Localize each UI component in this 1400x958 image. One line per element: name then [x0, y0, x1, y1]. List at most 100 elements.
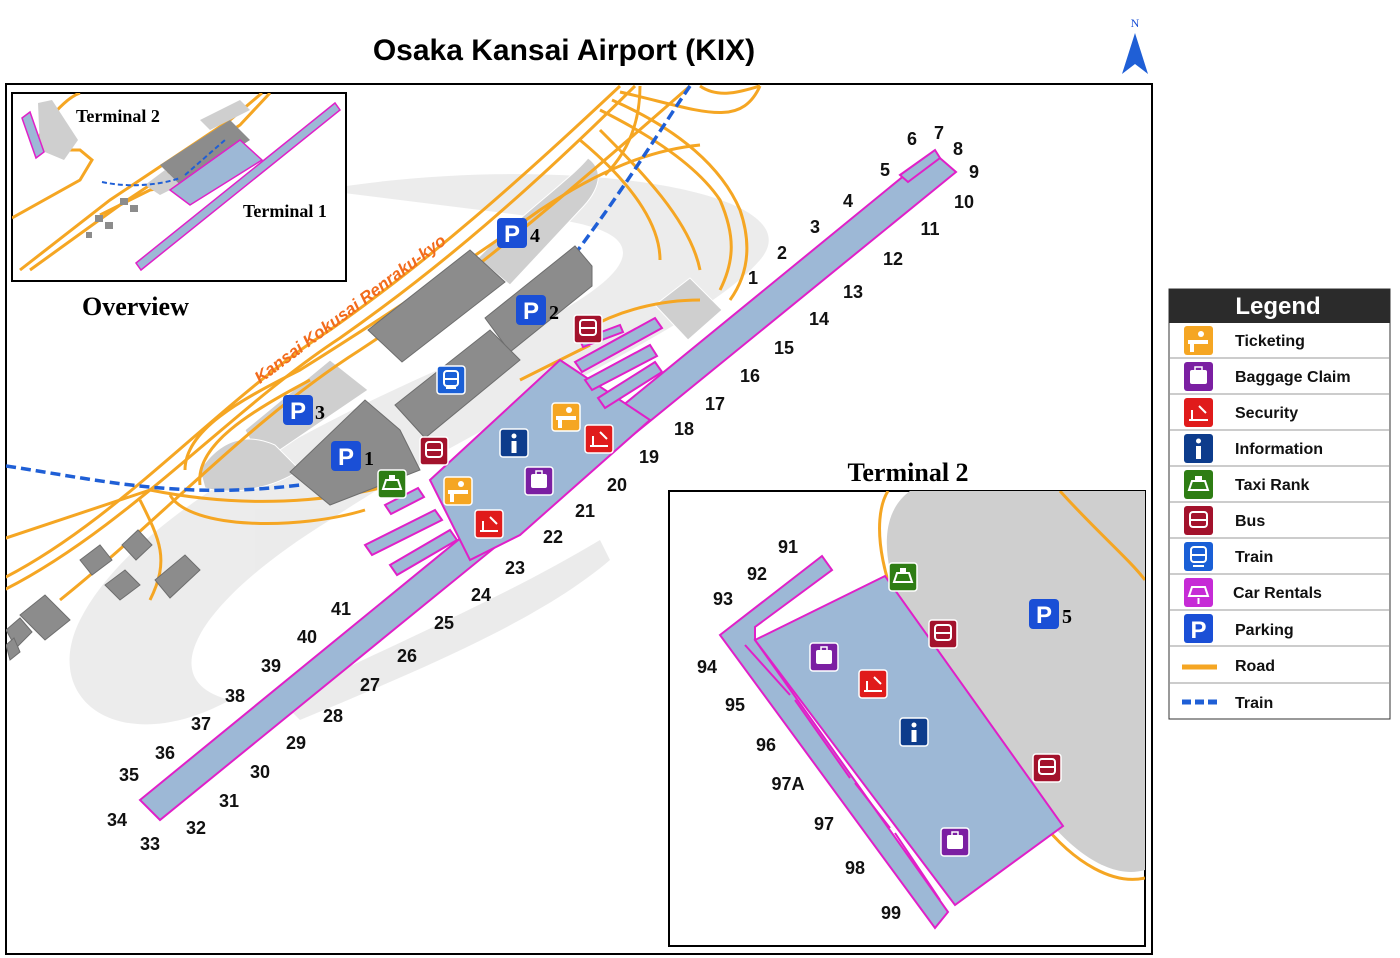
legend-item-baggage-claim: Baggage Claim: [1169, 362, 1390, 395]
kix-logo-watermark: [69, 174, 769, 725]
gate-label: 31: [219, 791, 239, 811]
gate-label: 4: [843, 191, 853, 211]
legend-label: Train: [1235, 549, 1273, 566]
legend-item-road: Road: [1169, 658, 1390, 684]
baggage-claim-icon[interactable]: [809, 642, 839, 672]
bus-icon[interactable]: [1032, 753, 1062, 783]
security-icon[interactable]: [858, 669, 888, 699]
information-icon[interactable]: [899, 717, 929, 747]
overview-caption: Overview: [82, 292, 189, 321]
terminal-2-gates: 91 92 93 94 95 96 97A 97 98 99: [697, 537, 901, 923]
parking-number-4: 4: [530, 225, 540, 247]
gate-label: 37: [191, 714, 211, 734]
gate-label: 16: [740, 366, 760, 386]
gate-label: 3: [810, 217, 820, 237]
overview-terminal-1-label: Terminal 1: [243, 201, 327, 221]
legend-label: Baggage Claim: [1235, 369, 1351, 386]
gate-label: 22: [543, 527, 563, 547]
svg-text:P: P: [504, 221, 520, 248]
gate-label: 2: [777, 243, 787, 263]
bus-icon[interactable]: [928, 619, 958, 649]
train-icon[interactable]: [436, 365, 466, 395]
legend-item-ticketing: Ticketing: [1169, 326, 1390, 359]
gate-label: 15: [774, 338, 794, 358]
gate-label: 19: [639, 447, 659, 467]
svg-text:P: P: [1190, 617, 1206, 644]
gate-label: 34: [107, 810, 127, 830]
terminal-2-parking-lot: [886, 491, 1145, 872]
gate-label: 28: [323, 706, 343, 726]
parking-sign-5[interactable]: P 5: [1029, 599, 1072, 629]
taxi-icon[interactable]: [377, 469, 407, 499]
terminal-2-caption: Terminal 2: [847, 458, 968, 487]
gate-label: 1: [748, 268, 758, 288]
security-icon[interactable]: [474, 509, 504, 539]
svg-text:P: P: [290, 398, 306, 425]
overview-inset: Terminal 2 Terminal 1: [11, 92, 347, 282]
security-icon[interactable]: [584, 424, 614, 454]
legend-label: Information: [1235, 441, 1323, 458]
legend-label: Taxi Rank: [1235, 477, 1310, 494]
parking-sign-4[interactable]: P 4: [497, 218, 540, 248]
train-line-west: [6, 464, 301, 493]
parking-sign-2[interactable]: P 2: [516, 295, 559, 325]
gate-label: 93: [713, 589, 733, 609]
legend: Legend Ticketing Baggage Claim Security: [1168, 288, 1391, 720]
legend-label: Ticketing: [1235, 333, 1305, 350]
gate-label: 38: [225, 686, 245, 706]
gate-label: 32: [186, 818, 206, 838]
legend-label: Car Rentals: [1233, 585, 1322, 602]
gate-label: 97: [814, 814, 834, 834]
bus-icon[interactable]: [573, 314, 603, 344]
gate-label: 10: [954, 192, 974, 212]
north-label: N: [1131, 16, 1140, 30]
gate-label: 9: [969, 162, 979, 182]
baggage-claim-icon[interactable]: [524, 466, 554, 496]
gate-label: 25: [434, 613, 454, 633]
gate-label: 18: [674, 419, 694, 439]
parking-number-2: 2: [549, 302, 559, 324]
gate-label: 27: [360, 675, 380, 695]
gate-label: 33: [140, 834, 160, 854]
baggage-claim-icon[interactable]: [940, 827, 970, 857]
gate-label: 23: [505, 558, 525, 578]
legend-item-train: Train: [1169, 542, 1390, 575]
gate-label: 39: [261, 656, 281, 676]
legend-item-bus: Bus: [1169, 506, 1390, 539]
bus-icon[interactable]: [419, 436, 449, 466]
gate-label: 98: [845, 858, 865, 878]
svg-text:P: P: [1036, 602, 1052, 629]
gate-label: 13: [843, 282, 863, 302]
legend-item-information: Information: [1169, 434, 1390, 467]
taxi-icon: [1184, 470, 1213, 499]
gate-label: 26: [397, 646, 417, 666]
taxi-icon[interactable]: [888, 562, 918, 592]
legend-label: Security: [1235, 405, 1298, 422]
gate-label: 20: [607, 475, 627, 495]
legend-item-taxi-rank: Taxi Rank: [1169, 470, 1390, 503]
svg-text:P: P: [338, 444, 354, 471]
security-icon: [1184, 398, 1213, 427]
gate-label: 91: [778, 537, 798, 557]
legend-label: Road: [1235, 658, 1275, 675]
ticketing-icon[interactable]: [443, 476, 473, 506]
parking-sign-3[interactable]: P 3: [283, 395, 325, 425]
legend-label: Parking: [1235, 622, 1294, 639]
information-icon[interactable]: [499, 428, 529, 458]
ticketing-icon[interactable]: [551, 402, 581, 432]
gate-label: 24: [471, 585, 491, 605]
building-north-garage: [367, 249, 506, 363]
train-line-north: [576, 85, 692, 252]
gate-label: 6: [907, 129, 917, 149]
gate-label: 30: [250, 762, 270, 782]
gate-label: 5: [880, 160, 890, 180]
legend-label: Bus: [1235, 513, 1265, 530]
gate-label: 96: [756, 735, 776, 755]
gate-label: 40: [297, 627, 317, 647]
gate-label: 41: [331, 599, 351, 619]
overview-terminal-2-label: Terminal 2: [76, 106, 160, 126]
legend-label: Train: [1235, 695, 1273, 712]
parking-number-5: 5: [1062, 606, 1072, 628]
parking-sign-1[interactable]: P 1: [331, 441, 374, 471]
gate-label: 36: [155, 743, 175, 763]
